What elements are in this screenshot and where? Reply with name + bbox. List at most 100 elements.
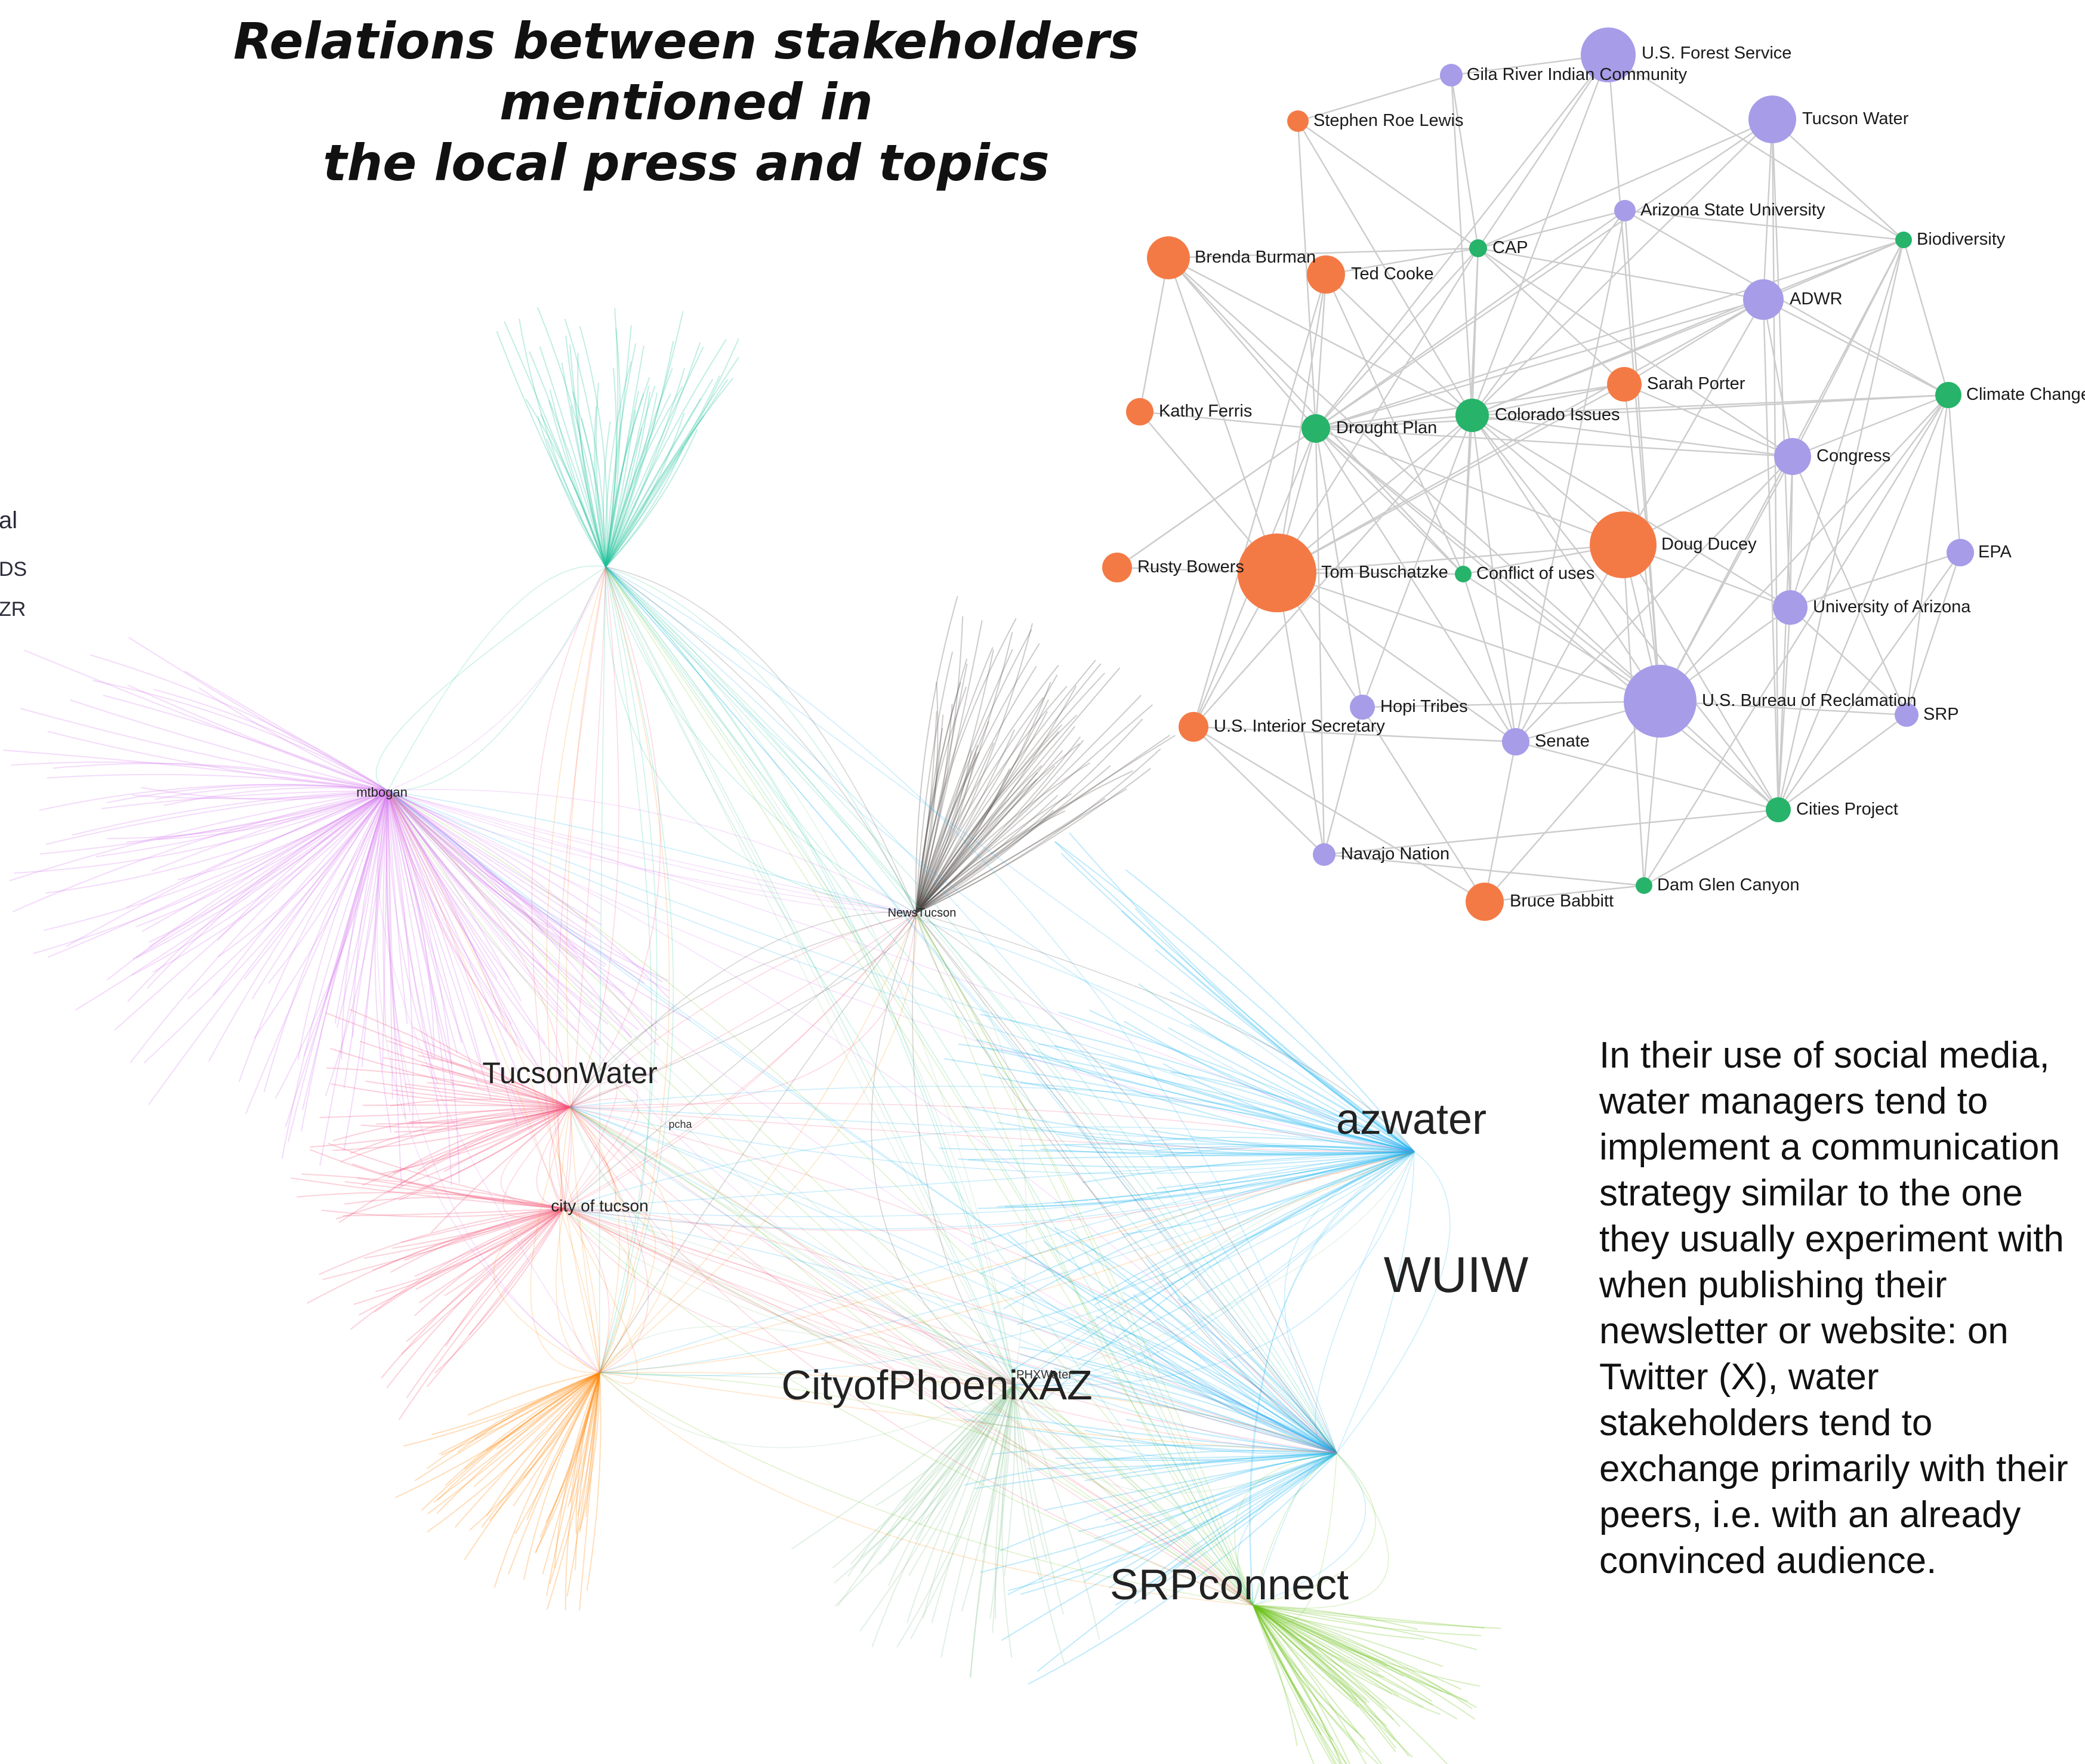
node-label: Navajo Nation bbox=[1341, 844, 1449, 864]
twitter-edge bbox=[566, 1372, 600, 1597]
twitter-edge bbox=[387, 790, 632, 1039]
twitter-link bbox=[387, 790, 600, 1373]
twitter-link bbox=[569, 912, 917, 1108]
node-label: Hopi Tribes bbox=[1380, 697, 1468, 716]
twitter-edge bbox=[832, 1384, 1015, 1569]
node-circle bbox=[1102, 553, 1132, 582]
twitter-link bbox=[563, 1208, 636, 1373]
twitter-edge bbox=[605, 343, 637, 568]
stakeholder-node-university-of-arizona bbox=[1773, 590, 1808, 625]
twitter-link bbox=[915, 912, 1254, 1606]
twitter-edge bbox=[605, 428, 698, 568]
twitter-edge bbox=[414, 1208, 565, 1316]
twitter-edge bbox=[572, 391, 606, 568]
node-circle bbox=[1455, 399, 1489, 432]
twitter-edge bbox=[565, 335, 606, 568]
twitter-link bbox=[563, 1080, 618, 1209]
twitter-edge bbox=[387, 790, 510, 979]
stakeholder-edge bbox=[1193, 726, 1485, 903]
twitter-edge bbox=[915, 735, 1170, 914]
stakeholder-node-tucson-water bbox=[1748, 95, 1796, 143]
stakeholder-edge bbox=[1771, 119, 1791, 608]
node-circle bbox=[1455, 566, 1472, 582]
twitter-edge bbox=[1014, 1384, 1065, 1615]
stakeholder-edge bbox=[1791, 456, 1908, 716]
twitter-edge bbox=[387, 790, 670, 999]
twitter-edge bbox=[349, 1009, 570, 1108]
twitter-link bbox=[1315, 1151, 1415, 1454]
twitter-edge bbox=[1078, 1452, 1337, 1532]
twitter-link bbox=[563, 1208, 639, 1384]
twitter-edge bbox=[481, 1372, 600, 1528]
twitter-edge bbox=[321, 1208, 565, 1217]
twitter-link bbox=[599, 566, 658, 1373]
twitter-edge bbox=[394, 1372, 600, 1498]
node-label: Ted Cooke bbox=[1351, 264, 1434, 283]
twitter-edge bbox=[605, 386, 650, 568]
twitter-edge bbox=[605, 338, 727, 568]
twitter-edge bbox=[136, 790, 388, 958]
twitter-edge bbox=[1007, 1233, 1337, 1454]
twitter-link bbox=[605, 566, 1254, 1606]
twitter-edge bbox=[915, 658, 968, 914]
stakeholder-edge bbox=[1324, 853, 1645, 887]
twitter-link bbox=[563, 1208, 610, 1373]
twitter-edge bbox=[1253, 1605, 1322, 1735]
twitter-edge bbox=[1027, 1452, 1337, 1470]
legend-fragment-1: al bbox=[0, 507, 18, 533]
twitter-edge bbox=[319, 1106, 570, 1118]
twitter-edge bbox=[408, 1106, 570, 1124]
twitter-cluster-mtbogan bbox=[3, 637, 691, 1187]
twitter-link bbox=[1014, 1151, 1415, 1386]
twitter-edge bbox=[132, 790, 388, 960]
twitter-edge bbox=[834, 1384, 1015, 1584]
twitter-edge bbox=[1253, 1605, 1347, 1764]
twitter-cluster-unlabelled-1 bbox=[496, 307, 739, 568]
stakeholder-edge bbox=[1660, 394, 1949, 702]
twitter-edge bbox=[359, 1040, 570, 1108]
twitter-edge bbox=[605, 386, 656, 568]
twitter-edge bbox=[1095, 1315, 1337, 1454]
stakeholder-node-adwr bbox=[1743, 279, 1784, 320]
twitter-link bbox=[1253, 1452, 1337, 1624]
twitter-edge bbox=[1134, 908, 1415, 1152]
twitter-edge bbox=[1170, 1071, 1415, 1152]
twitter-edge bbox=[387, 790, 544, 933]
stakeholder-edges bbox=[1116, 54, 1961, 903]
twitter-edge bbox=[291, 1177, 565, 1209]
legend-fragment-2: DS bbox=[0, 558, 27, 581]
twitter-edge bbox=[1253, 1605, 1401, 1728]
node-circle bbox=[1179, 712, 1208, 742]
twitter-edge bbox=[245, 790, 388, 1114]
stakeholder-edge bbox=[1450, 75, 1473, 416]
twitter-edge bbox=[958, 1151, 1415, 1168]
twitter-link bbox=[605, 566, 1015, 1385]
stakeholder-edge bbox=[1276, 415, 1473, 573]
twitter-edge bbox=[11, 761, 388, 791]
stakeholder-edge bbox=[1792, 394, 1949, 458]
stakeholder-edge bbox=[1324, 809, 1779, 856]
twitter-link bbox=[599, 566, 652, 1373]
stakeholder-edge bbox=[1478, 118, 1773, 249]
twitter-edge bbox=[514, 1372, 600, 1534]
twitter-edge bbox=[969, 1384, 1015, 1678]
twitter-edge bbox=[464, 1372, 600, 1470]
twitter-edge bbox=[421, 1372, 600, 1511]
twitter-edge bbox=[464, 1372, 600, 1561]
twitter-edge bbox=[297, 1192, 565, 1209]
twitter-edge bbox=[992, 1444, 1337, 1455]
twitter-edge bbox=[334, 790, 388, 1024]
twitter-edge bbox=[1253, 1605, 1341, 1764]
twitter-edge bbox=[605, 342, 701, 568]
twitter-link bbox=[605, 566, 1254, 1606]
node-circle bbox=[1466, 883, 1504, 921]
twitter-link bbox=[569, 1106, 1254, 1606]
stakeholder-edge bbox=[1276, 572, 1661, 702]
twitter-edge bbox=[127, 684, 388, 791]
stakeholder-node-cities-project bbox=[1766, 797, 1791, 822]
twitter-edge bbox=[303, 790, 388, 1056]
twitter-edge bbox=[1094, 1151, 1415, 1306]
twitter-link bbox=[605, 566, 1015, 1385]
stakeholder-edge bbox=[1515, 741, 1779, 811]
stakeholder-edge bbox=[1168, 247, 1479, 259]
